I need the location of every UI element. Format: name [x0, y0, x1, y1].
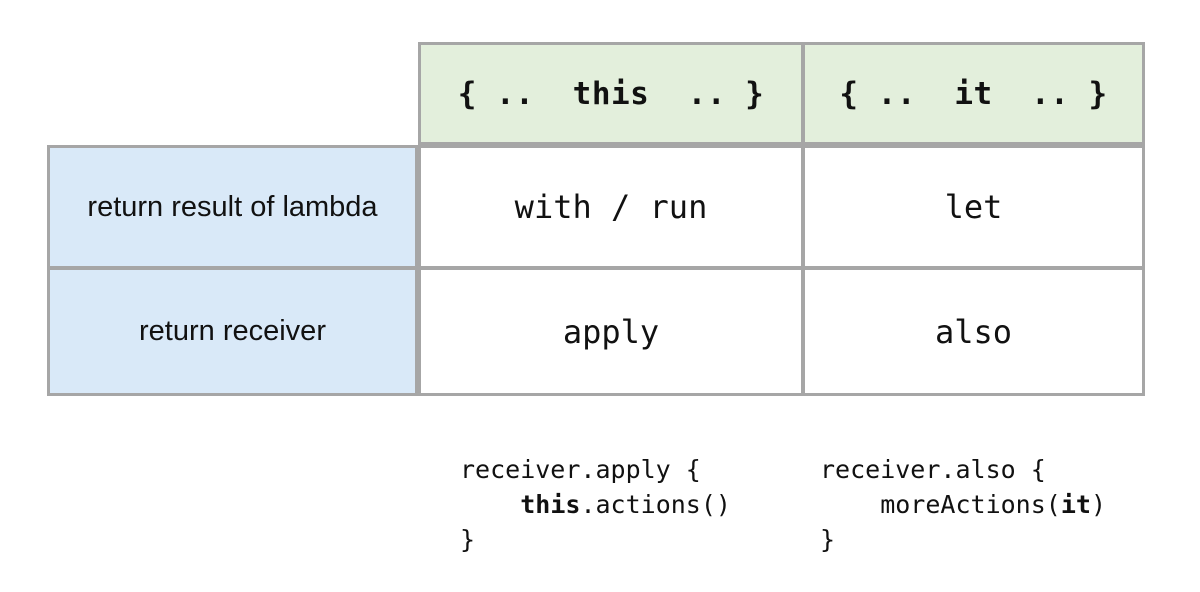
column-header-it: { .. it .. }	[803, 42, 1145, 145]
table-header-row: { .. this .. } { .. it .. }	[47, 42, 1145, 145]
row-label-return-receiver: return receiver	[47, 268, 418, 396]
cell-it-return-result: let	[803, 145, 1145, 268]
code-line: receiver.apply {	[460, 452, 731, 487]
cell-it-return-receiver: also	[803, 268, 1145, 396]
cell-this-return-receiver: apply	[418, 268, 803, 396]
code-keyword: this	[520, 490, 581, 519]
code-text: .actions()	[580, 490, 731, 519]
code-line: this.actions()	[460, 487, 731, 522]
code-text: receiver.apply {	[460, 455, 701, 484]
code-text	[460, 490, 520, 519]
column-header-this: { .. this .. }	[418, 42, 803, 145]
code-text: }	[460, 525, 476, 554]
scope-functions-table: { .. this .. } { .. it .. } return resul…	[47, 42, 1145, 396]
code-text: moreActions(	[820, 490, 1061, 519]
row-label-return-result-of-lambda: return result of lambda	[47, 145, 418, 268]
code-line: }	[820, 522, 1106, 557]
code-text: )	[1090, 490, 1106, 519]
code-text: receiver.also {	[820, 455, 1046, 484]
table-row: return result of lambda with / run let	[47, 145, 1145, 268]
cell-this-return-result: with / run	[418, 145, 803, 268]
code-keyword: it	[1060, 490, 1091, 519]
code-line: receiver.also {	[820, 452, 1106, 487]
code-line: moreActions(it)	[820, 487, 1106, 522]
code-line: }	[460, 522, 731, 557]
code-examples-group: receiver.apply { this.actions()} receive…	[460, 452, 1160, 562]
table-corner-cell	[47, 42, 418, 145]
code-snippet-apply: receiver.apply { this.actions()}	[460, 452, 731, 557]
table-row: return receiver apply also	[47, 268, 1145, 396]
code-snippet-also: receiver.also { moreActions(it)}	[820, 452, 1106, 557]
code-text: }	[820, 525, 836, 554]
